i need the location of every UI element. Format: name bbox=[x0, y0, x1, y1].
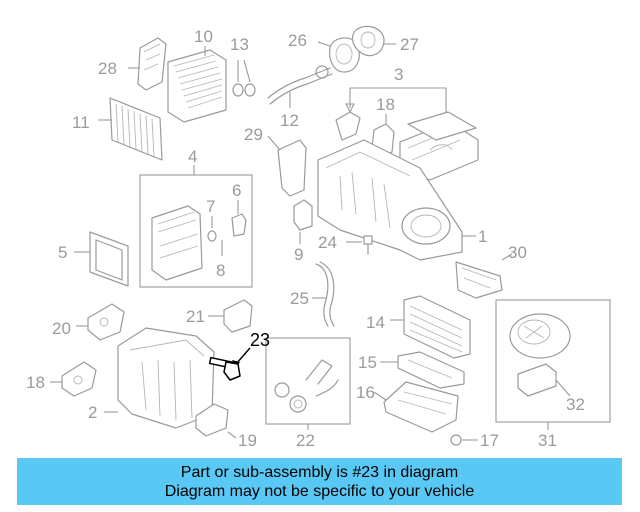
callout-10: 10 bbox=[194, 27, 213, 46]
callout-1: 1 bbox=[478, 227, 487, 246]
part-27-seal bbox=[351, 25, 396, 57]
part-10-filter bbox=[167, 46, 227, 123]
part-4-box bbox=[139, 165, 253, 288]
callout-6: 6 bbox=[232, 181, 241, 200]
callout-15: 15 bbox=[358, 353, 377, 372]
part-12-tube bbox=[267, 65, 333, 108]
part-21-bracket bbox=[208, 299, 253, 333]
part-31-box bbox=[495, 299, 611, 430]
part-11-heater-core bbox=[98, 97, 163, 161]
callout-29: 29 bbox=[244, 125, 263, 144]
part-17-screw bbox=[450, 434, 478, 446]
part-2-housing bbox=[104, 327, 215, 429]
callout-17: 17 bbox=[480, 431, 499, 450]
callout-9: 9 bbox=[294, 245, 303, 264]
parts-diagram: 1 2 3 4 5 6 7 8 9 10 11 12 13 14 15 16 1… bbox=[26, 25, 611, 450]
callout-16: 16 bbox=[356, 383, 375, 402]
callout-11: 11 bbox=[72, 113, 90, 132]
info-banner: Part or sub-assembly is #23 in diagram D… bbox=[17, 458, 622, 505]
callout-28: 28 bbox=[98, 59, 117, 78]
part-24-bolt bbox=[346, 235, 373, 255]
callout-32: 32 bbox=[566, 395, 585, 414]
part-16-cover bbox=[373, 381, 459, 433]
banner-line-1: Part or sub-assembly is #23 in diagram bbox=[180, 463, 459, 481]
part-5-filter bbox=[74, 231, 129, 287]
part-23-highlighted-sensor bbox=[208, 347, 251, 381]
callout-12: 12 bbox=[280, 111, 299, 130]
callout-2: 2 bbox=[88, 403, 97, 422]
part-15-panel bbox=[380, 351, 465, 389]
callout-26: 26 bbox=[288, 31, 307, 50]
callout-20: 20 bbox=[52, 319, 71, 338]
part-3-duct bbox=[399, 111, 479, 181]
callout-24: 24 bbox=[318, 233, 337, 252]
callout-5: 5 bbox=[58, 243, 67, 262]
part-29-bracket bbox=[267, 135, 307, 197]
callout-30: 30 bbox=[508, 243, 527, 262]
part-19-bracket bbox=[195, 403, 237, 439]
callout-18-lower: 18 bbox=[26, 373, 45, 392]
callout-4: 4 bbox=[188, 147, 197, 166]
part-9-part bbox=[293, 199, 313, 244]
callout-7: 7 bbox=[206, 197, 215, 216]
banner-line-2: Diagram may not be specific to your vehi… bbox=[164, 482, 475, 500]
callout-3: 3 bbox=[394, 65, 403, 84]
callout-21: 21 bbox=[186, 307, 205, 326]
callout-25: 25 bbox=[290, 289, 309, 308]
part-22-box bbox=[265, 337, 351, 430]
part-20-actuator bbox=[76, 303, 125, 341]
part-26-seal bbox=[317, 37, 360, 73]
part-25-hose bbox=[312, 261, 335, 327]
callout-22: 22 bbox=[296, 431, 315, 450]
callout-23: 23 bbox=[250, 330, 270, 350]
callout-18-upper: 18 bbox=[376, 95, 395, 114]
callout-19: 19 bbox=[238, 431, 257, 450]
callout-13: 13 bbox=[230, 35, 249, 54]
part-18-lower bbox=[50, 361, 97, 397]
part-28-bracket bbox=[128, 37, 167, 91]
part-13-clips bbox=[232, 59, 256, 97]
callout-31: 31 bbox=[538, 431, 557, 450]
part-30-duct bbox=[455, 253, 513, 299]
callout-27: 27 bbox=[400, 35, 419, 54]
callout-14: 14 bbox=[366, 313, 385, 332]
part-1-hvac-housing bbox=[317, 139, 476, 261]
callout-8: 8 bbox=[216, 261, 225, 280]
part-14-filter bbox=[390, 295, 471, 359]
